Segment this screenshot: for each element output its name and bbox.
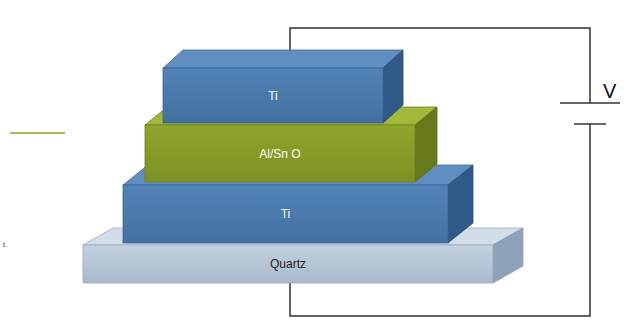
battery-symbol [560,102,620,104]
ti-front [123,185,448,243]
quartz-side [493,228,523,283]
ti-side [448,165,473,243]
oxide-side [415,107,437,182]
oxide-layer: Al/Sn O [145,125,415,182]
oxide-front [145,125,415,182]
electrode-layer: Ti [123,185,448,243]
battery-symbol [574,123,606,125]
layer-label: Ti [281,207,291,221]
fragment-text: i. [3,240,7,249]
ti-top [163,50,403,68]
ti-side [383,50,403,123]
layer-label: Quartz [270,257,306,271]
electrode-layer: Ti [163,68,383,123]
substrate-layer: Quartz [83,245,493,283]
ti-front [163,68,383,123]
layer-label: Al/Sn O [259,147,300,161]
quartz-front [83,245,493,283]
accent-line [10,132,65,134]
voltage-label: V [603,80,616,103]
layer-label: Ti [268,89,278,103]
